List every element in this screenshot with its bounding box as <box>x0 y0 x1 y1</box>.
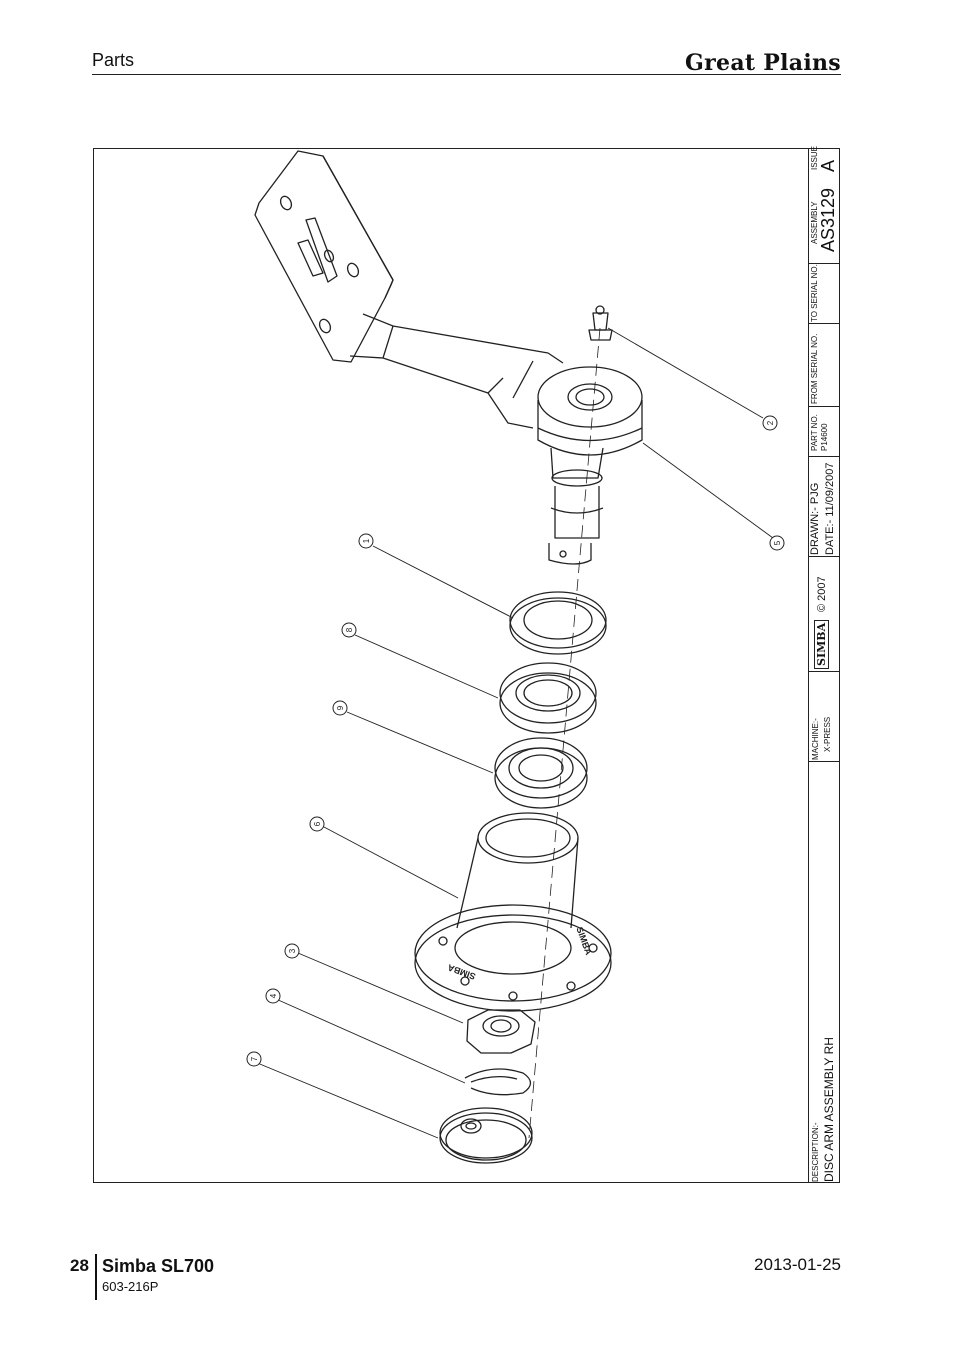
svg-text:1: 1 <box>362 538 371 543</box>
hub-text-2: SIMBA <box>574 926 593 957</box>
drawn-by: DRAWN:- PJG <box>809 482 821 555</box>
svg-text:7: 7 <box>250 1056 259 1061</box>
castle-nut <box>466 1009 536 1054</box>
footer-title: Simba SL700 <box>102 1256 215 1276</box>
seal-ring <box>509 591 607 655</box>
brand-logo: Great Plains <box>685 50 841 76</box>
part-no-label: PART NO. <box>810 414 819 451</box>
tb-issue-assembly: ISSUE A ASSEMBLY AS3129 <box>808 146 840 263</box>
footer-doc-number: 603-216P <box>102 1279 159 1294</box>
description-label: DESCRIPTION:- <box>811 1122 820 1182</box>
issue-value: A <box>818 159 838 172</box>
callout-2: 2 <box>762 415 778 431</box>
svg-text:4: 4 <box>269 993 278 998</box>
split-pin <box>464 1068 532 1096</box>
callout-7: 7 <box>246 1051 262 1067</box>
to-serial-label: TO SERIAL NO. <box>810 264 819 322</box>
machine-value: X-PRESS <box>823 716 832 752</box>
tb-drawn-date: DRAWN:- PJG DATE:- 11/09/2007 <box>808 456 840 556</box>
tb-to-serial: TO SERIAL NO. <box>808 263 840 323</box>
tb-part-no: PART NO. P14600 <box>808 406 840 456</box>
drawing-frame <box>93 148 840 1183</box>
disc-arm <box>349 313 564 429</box>
tb-description: DESCRIPTION:- DISC ARM ASSEMBLY RH <box>808 761 840 1183</box>
callout-3: 3 <box>284 943 300 959</box>
svg-text:6: 6 <box>313 821 322 826</box>
arm-boss <box>537 366 643 456</box>
svg-text:9: 9 <box>336 705 345 710</box>
inner-bearing <box>494 737 588 809</box>
callout-4: 4 <box>265 988 281 1004</box>
svg-text:3: 3 <box>288 948 297 953</box>
description-value: DISC ARM ASSEMBLY RH <box>822 1037 836 1182</box>
assembly-value: AS3129 <box>818 187 838 252</box>
grease-nipple <box>588 305 613 341</box>
machine-label: MACHINE:- <box>811 718 820 760</box>
copyright: © 2007 <box>816 576 828 612</box>
from-serial-label: FROM SERIAL NO. <box>810 333 819 404</box>
footer-date: 2013-01-25 <box>754 1255 841 1274</box>
spindle <box>548 447 604 565</box>
dust-cap <box>439 1107 533 1164</box>
title-block: ISSUE A ASSEMBLY AS3129 TO SERIAL NO. FR… <box>808 146 840 1183</box>
svg-text:5: 5 <box>773 540 782 545</box>
outer-bearing <box>499 662 597 734</box>
footer-bar <box>95 1254 97 1300</box>
callout-1: 1 <box>358 533 374 549</box>
tb-from-serial: FROM SERIAL NO. <box>808 323 840 406</box>
tb-logo: SIMBA © 2007 <box>808 556 840 671</box>
mounting-plate <box>254 150 394 363</box>
page-number: 28 <box>70 1256 89 1275</box>
drawn-date: DATE:- 11/09/2007 <box>824 462 836 555</box>
exploded-diagram: 2 5 1 8 9 6 3 4 7 SIMBA SIMBA <box>246 150 785 1164</box>
callout-9: 9 <box>332 700 348 716</box>
svg-text:2: 2 <box>766 420 775 425</box>
callout-6: 6 <box>309 816 325 832</box>
header-rule <box>92 74 841 75</box>
callout-8: 8 <box>341 622 357 638</box>
section-label: Parts <box>92 50 135 70</box>
callout-5: 5 <box>769 535 785 551</box>
simba-logo: SIMBA <box>814 619 829 669</box>
tb-machine: MACHINE:- X-PRESS <box>808 671 840 761</box>
part-no-value: P14600 <box>820 423 829 451</box>
hub <box>414 812 612 1012</box>
svg-text:8: 8 <box>345 627 354 632</box>
title-block-divider <box>808 148 809 1183</box>
